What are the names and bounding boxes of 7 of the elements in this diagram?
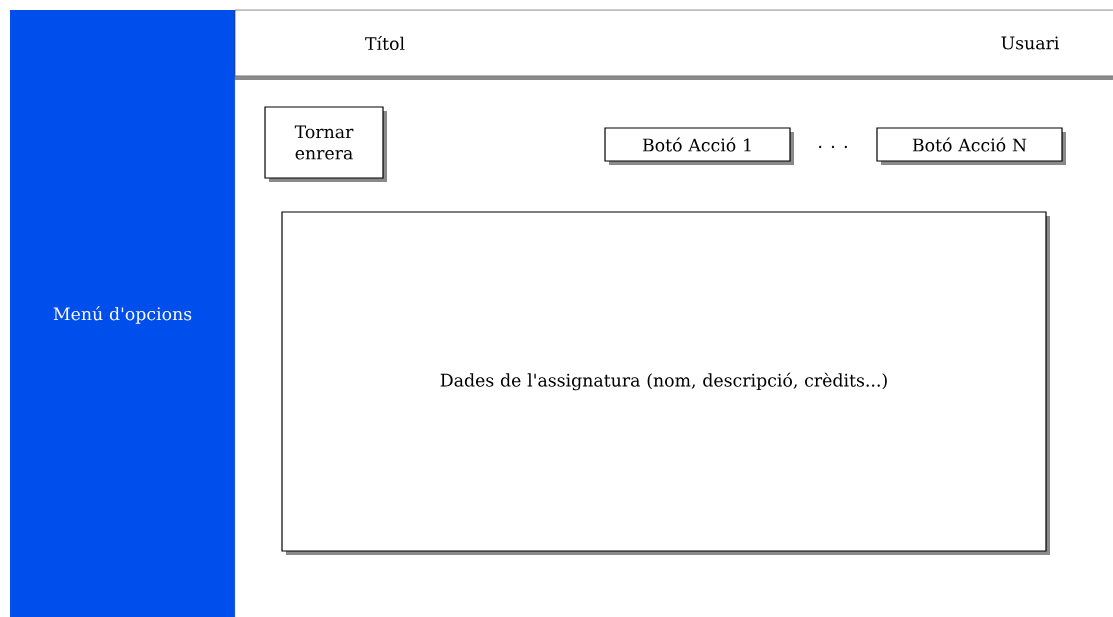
header-bar: Títol Usuari <box>234 9 1113 80</box>
content-panel: Dades de l'assignatura (nom, descripció, crèdits...) <box>281 211 1050 555</box>
back-button: Tornar enrera <box>264 106 387 182</box>
action-button: Botó Acció N <box>876 127 1066 165</box>
action-button: Botó Acció 1 <box>604 127 794 165</box>
ellipsis: . . . <box>819 145 847 149</box>
sidebar-menu: Menú d'opcions <box>10 9 236 617</box>
